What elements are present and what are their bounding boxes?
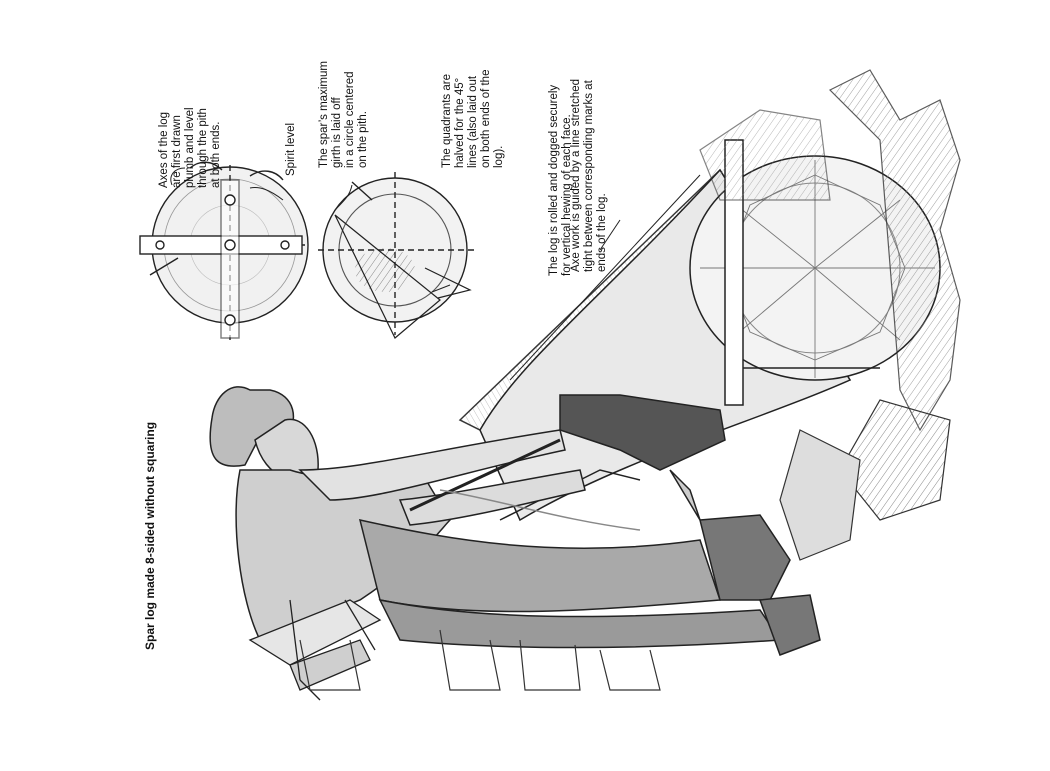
support-blocks: [299, 629, 661, 691]
page-title: Spar log made 8-sided without squaring: [143, 421, 157, 650]
quadrants-caption: The quadrants are halved for the 45° lin…: [441, 69, 505, 168]
axes-diagram: [139, 161, 309, 340]
axe-work-caption: Axe work is guided by a line stretched t…: [570, 78, 608, 272]
girth-caption: The spar’s maximum girth is laid off in …: [318, 61, 369, 168]
axes-caption: Axes of the log are first drawn plumb an…: [158, 107, 222, 188]
hewer-figure: [209, 386, 821, 656]
spirit-level-caption: Spirit level: [285, 122, 297, 176]
girth-diagram: [318, 172, 478, 339]
ground-rocks: [699, 69, 961, 561]
leader-lines: [170, 167, 621, 293]
tools: [248, 599, 382, 701]
